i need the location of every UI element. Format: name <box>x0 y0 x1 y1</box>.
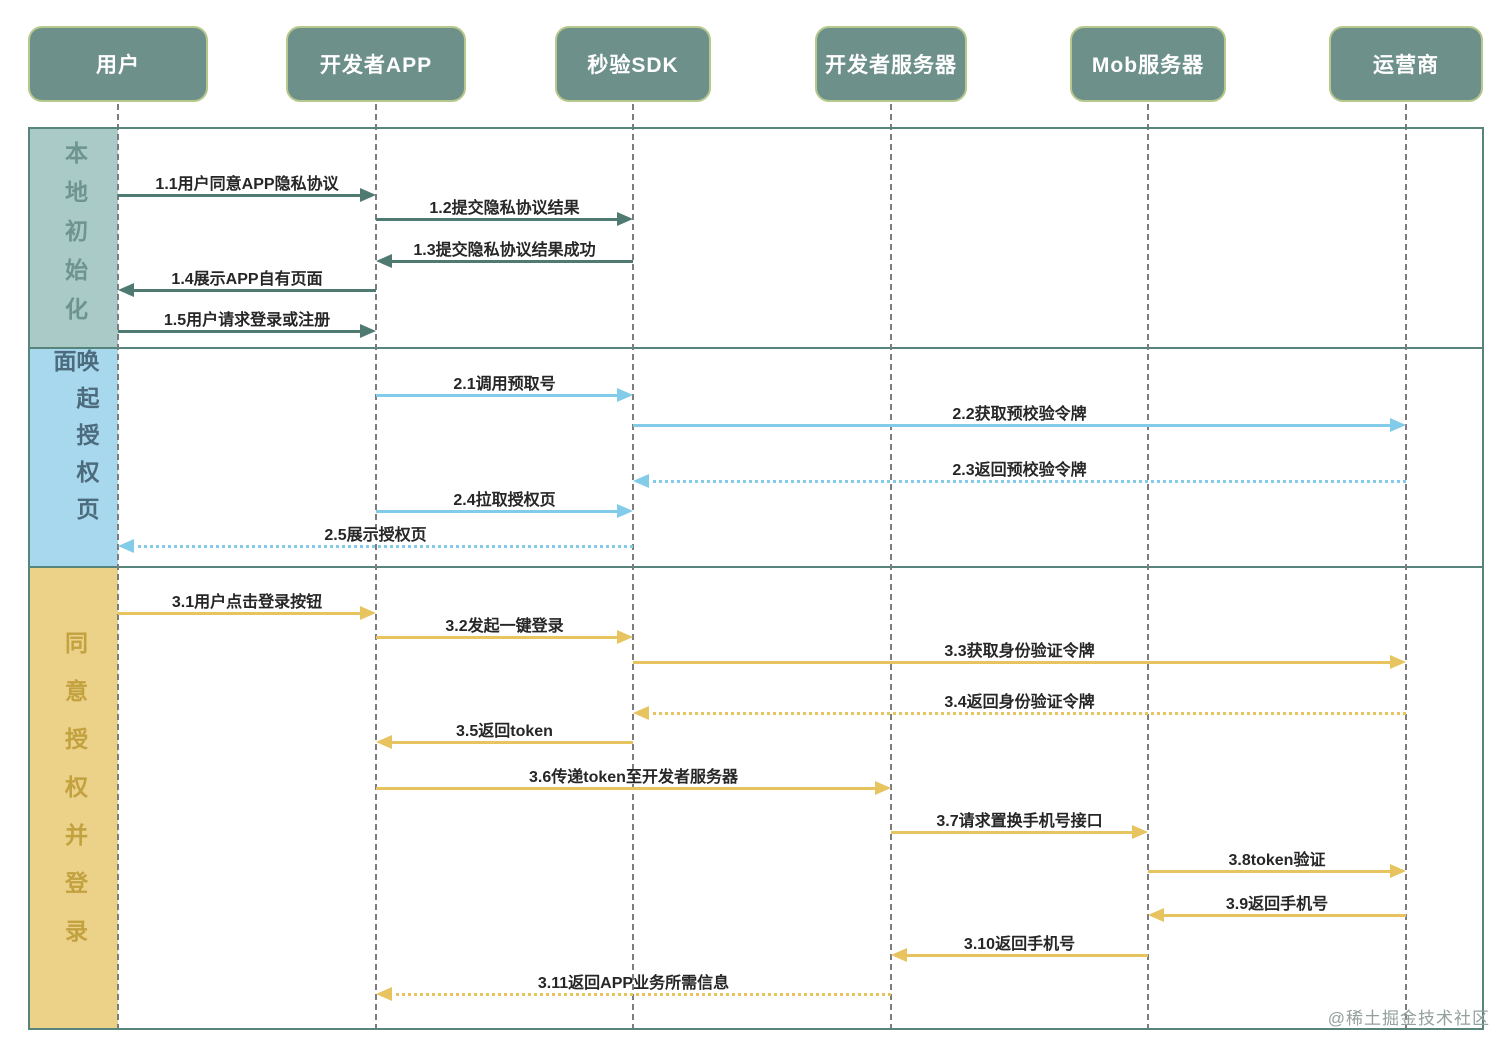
message-line-3.2 <box>376 636 620 639</box>
actor-label-user: 用户 <box>96 54 140 77</box>
message-line-2.3 <box>646 480 1406 483</box>
message-line-3.7 <box>891 831 1135 834</box>
arrowhead-icon <box>118 283 134 297</box>
arrowhead-icon <box>1390 655 1406 669</box>
message-label-1.2: 1.2提交隐私协议结果 <box>429 200 580 217</box>
message-label-1.4: 1.4展示APP自有页面 <box>171 271 323 288</box>
arrowhead-icon <box>376 987 392 1001</box>
message-line-3.6 <box>376 787 878 790</box>
phase-separator-2 <box>28 566 1484 568</box>
actor-label-carrier: 运营商 <box>1373 54 1439 77</box>
message-line-2.5 <box>131 545 633 548</box>
message-label-2.5: 2.5展示授权页 <box>324 527 427 544</box>
phase-label-2: 唤起授权页面 <box>50 349 99 534</box>
message-label-3.9: 3.9返回手机号 <box>1225 896 1329 913</box>
arrowhead-icon <box>1390 864 1406 878</box>
message-label-3.2: 3.2发起一键登录 <box>445 618 564 635</box>
message-label-2.2: 2.2获取预校验令牌 <box>952 406 1087 423</box>
arrowhead-icon <box>118 539 134 553</box>
message-label-3.1: 3.1用户点击登录按钮 <box>171 594 323 611</box>
arrowhead-icon <box>360 606 376 620</box>
message-line-3.5 <box>389 741 633 744</box>
actor-mob-server: Mob服务器 <box>1070 26 1226 102</box>
actor-secverify-sdk: 秒验SDK <box>555 26 711 102</box>
message-label-3.7: 3.7请求置换手机号接口 <box>936 813 1103 830</box>
arrowhead-icon <box>633 474 649 488</box>
actor-carrier: 运营商 <box>1329 26 1483 102</box>
actor-label-secverify-sdk: 秒验SDK <box>587 54 679 77</box>
message-label-3.4: 3.4返回身份验证令牌 <box>944 694 1095 711</box>
arrowhead-icon <box>360 188 376 202</box>
message-line-3.3 <box>633 661 1393 664</box>
arrowhead-icon <box>617 212 633 226</box>
actor-developer-server: 开发者服务器 <box>815 26 967 102</box>
actor-user: 用户 <box>28 26 208 102</box>
arrowhead-icon <box>376 735 392 749</box>
message-label-3.8: 3.8token验证 <box>1228 852 1326 869</box>
message-label-2.4: 2.4拉取授权页 <box>453 492 556 509</box>
arrowhead-icon <box>875 781 891 795</box>
message-line-1.3 <box>389 260 633 263</box>
message-label-3.6: 3.6传递token至开发者服务器 <box>529 769 738 786</box>
message-label-1.5: 1.5用户请求登录或注册 <box>163 312 331 329</box>
phase-label-1: 本地初始化 <box>61 140 88 336</box>
lifeline-developer-server <box>890 104 892 1030</box>
arrowhead-icon <box>1132 825 1148 839</box>
message-line-3.11 <box>389 993 891 996</box>
phase-separator-1 <box>28 347 1484 349</box>
actor-label-developer-app: 开发者APP <box>319 54 433 77</box>
message-line-1.1 <box>118 194 363 197</box>
arrowhead-icon <box>617 630 633 644</box>
arrowhead-icon <box>617 388 633 402</box>
arrowhead-icon <box>1148 908 1164 922</box>
message-label-1.1: 1.1用户同意APP隐私协议 <box>155 176 339 193</box>
arrowhead-icon <box>1390 418 1406 432</box>
message-line-1.2 <box>376 218 620 221</box>
message-line-3.9 <box>1161 914 1406 917</box>
message-label-1.3: 1.3提交隐私协议结果成功 <box>413 242 596 259</box>
lifeline-secverify-sdk <box>632 104 634 1030</box>
phase-label-3: 同意授权并登录 <box>61 631 88 967</box>
phase-band-1: 本地初始化 <box>30 127 118 349</box>
message-label-3.5: 3.5返回token <box>456 723 553 740</box>
message-line-3.8 <box>1148 870 1393 873</box>
message-line-2.2 <box>633 424 1393 427</box>
message-label-2.3: 2.3返回预校验令牌 <box>952 462 1087 479</box>
message-label-3.3: 3.3获取身份验证令牌 <box>944 643 1095 660</box>
lifeline-user <box>117 104 119 1030</box>
arrowhead-icon <box>891 948 907 962</box>
actor-label-developer-server: 开发者服务器 <box>825 54 957 77</box>
arrowhead-icon <box>376 254 392 268</box>
message-line-3.10 <box>904 954 1148 957</box>
arrowhead-icon <box>617 504 633 518</box>
message-label-3.10: 3.10返回手机号 <box>963 936 1076 953</box>
message-line-3.4 <box>646 712 1406 715</box>
arrowhead-icon <box>633 706 649 720</box>
phase-band-3: 同意授权并登录 <box>30 568 118 1030</box>
message-line-1.4 <box>131 289 376 292</box>
watermark: @稀土掘金技术社区 <box>1327 1009 1490 1028</box>
message-line-3.1 <box>118 612 363 615</box>
message-label-3.11: 3.11返回APP业务所需信息 <box>537 975 730 992</box>
actor-developer-app: 开发者APP <box>286 26 466 102</box>
lifeline-developer-app <box>375 104 377 1030</box>
arrowhead-icon <box>360 324 376 338</box>
message-line-1.5 <box>118 330 363 333</box>
message-label-2.1: 2.1调用预取号 <box>453 376 556 393</box>
actor-label-mob-server: Mob服务器 <box>1091 54 1205 77</box>
lifeline-carrier <box>1405 104 1407 1030</box>
message-line-2.4 <box>376 510 620 513</box>
phase-band-2: 唤起授权页面 <box>30 349 118 568</box>
message-line-2.1 <box>376 394 620 397</box>
lifeline-mob-server <box>1147 104 1149 1030</box>
